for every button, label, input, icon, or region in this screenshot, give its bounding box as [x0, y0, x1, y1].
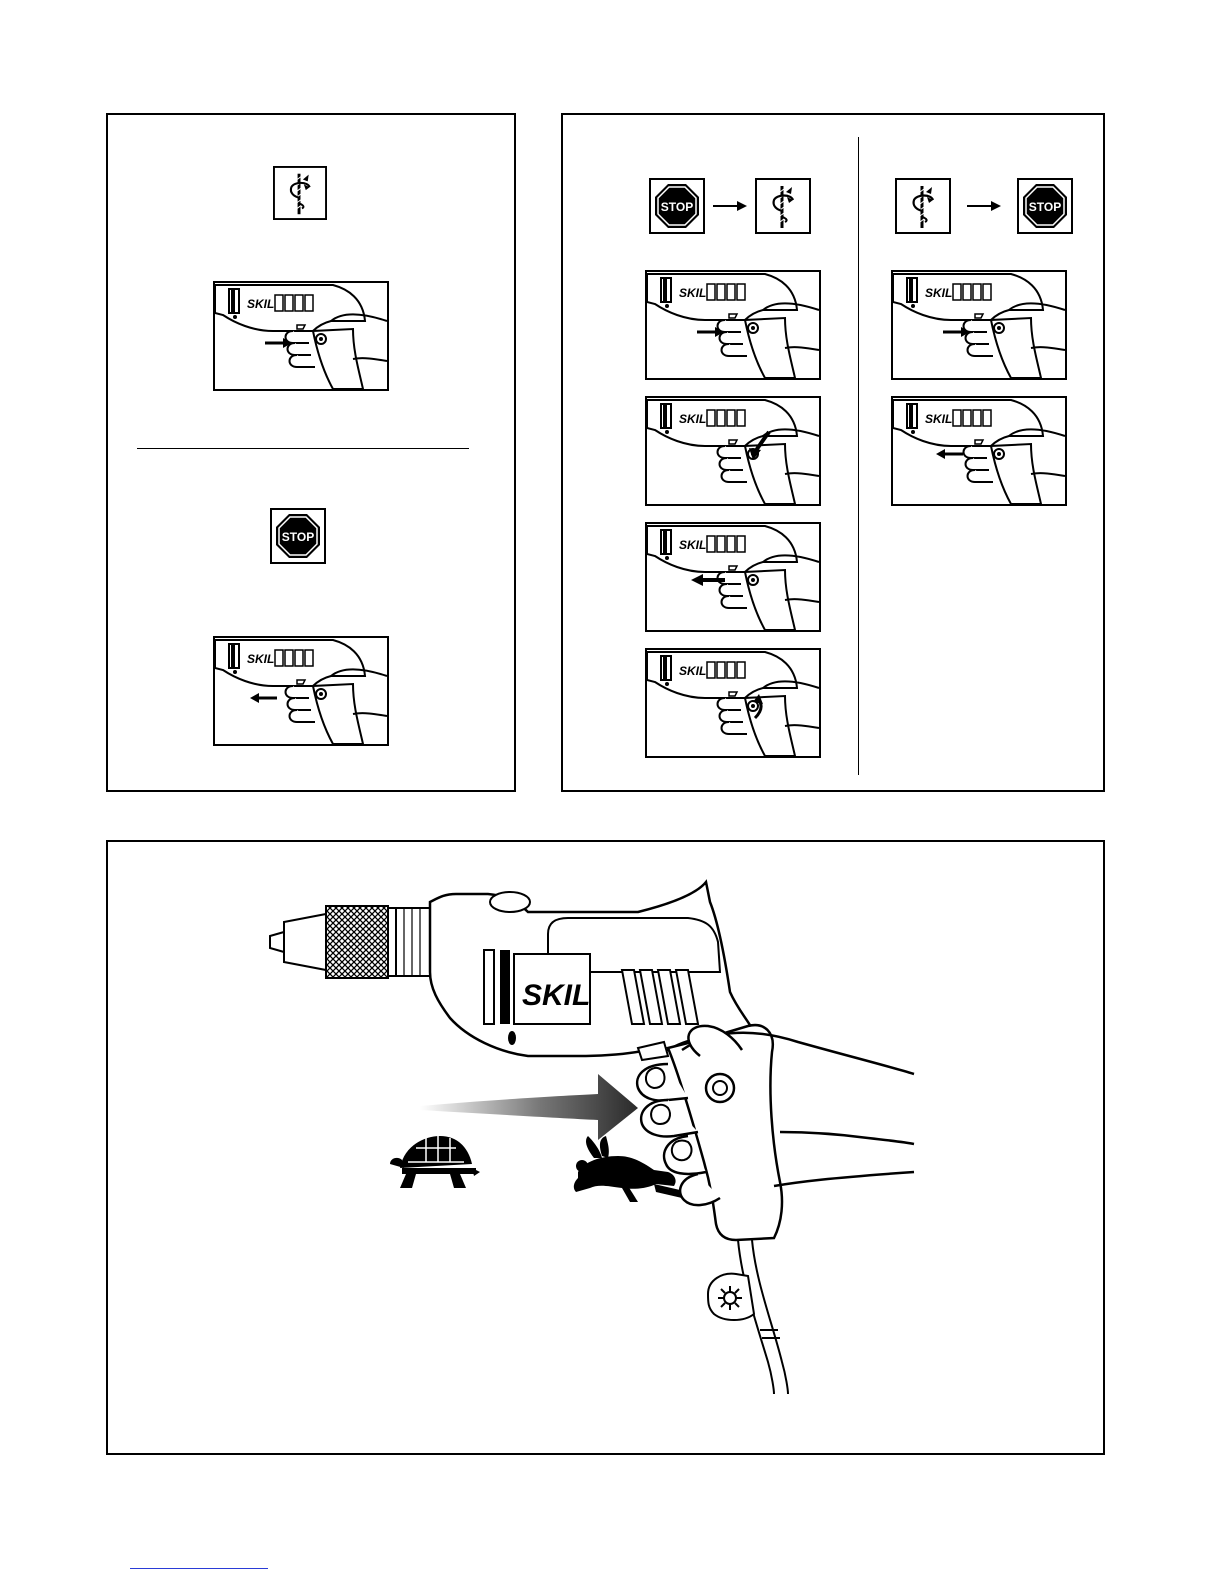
- brand-logo: SKIL: [522, 979, 590, 1012]
- column-divider: [858, 137, 859, 775]
- stop-sign-icon: STOP: [270, 508, 326, 564]
- lock-step-4-illustration: SKIL: [645, 647, 821, 759]
- variable-speed-panel: SKIL: [106, 840, 1105, 1455]
- lock-step-2-illustration: SKIL: [645, 395, 821, 507]
- turtle-icon: [390, 1136, 480, 1188]
- lock-on-panel: STOP SKIL SKIL SKIL: [561, 113, 1105, 792]
- drill-bit-rotation-icon: [272, 166, 328, 220]
- start-to-stop-sequence: STOP: [895, 178, 1075, 234]
- svg-text:STOP: STOP: [661, 200, 693, 214]
- stop-to-start-sequence: STOP: [649, 178, 811, 234]
- drill-handle: [668, 1025, 788, 1394]
- svg-text:SKIL: SKIL: [679, 664, 706, 678]
- brand-label: SKIL: [247, 297, 274, 311]
- svg-text:SKIL: SKIL: [679, 412, 706, 426]
- unlock-step-1-illustration: SKIL: [891, 269, 1067, 381]
- start-stop-panel: SKIL STOP SKIL: [106, 113, 516, 792]
- svg-text:SKIL: SKIL: [247, 652, 274, 666]
- lock-step-1-illustration: SKIL: [645, 269, 821, 381]
- trigger-release-illustration: SKIL: [213, 635, 389, 747]
- lock-step-3-illustration: SKIL: [645, 521, 821, 633]
- divider: [137, 448, 469, 449]
- svg-text:SKIL: SKIL: [679, 286, 706, 300]
- svg-text:STOP: STOP: [1029, 200, 1061, 214]
- cord-protector-icon: [708, 1274, 754, 1320]
- svg-text:SKIL: SKIL: [925, 412, 952, 426]
- rabbit-icon: [574, 1136, 682, 1202]
- trigger-press-illustration: SKIL: [213, 281, 389, 391]
- svg-text:STOP: STOP: [282, 530, 314, 544]
- footer-link-underline[interactable]: [130, 1568, 268, 1569]
- svg-text:SKIL: SKIL: [925, 286, 952, 300]
- speed-arrow: [420, 1074, 638, 1140]
- unlock-step-2-illustration: SKIL: [891, 395, 1067, 507]
- variable-speed-illustration: SKIL: [108, 842, 1103, 1453]
- svg-text:SKIL: SKIL: [679, 538, 706, 552]
- chuck: [270, 906, 430, 978]
